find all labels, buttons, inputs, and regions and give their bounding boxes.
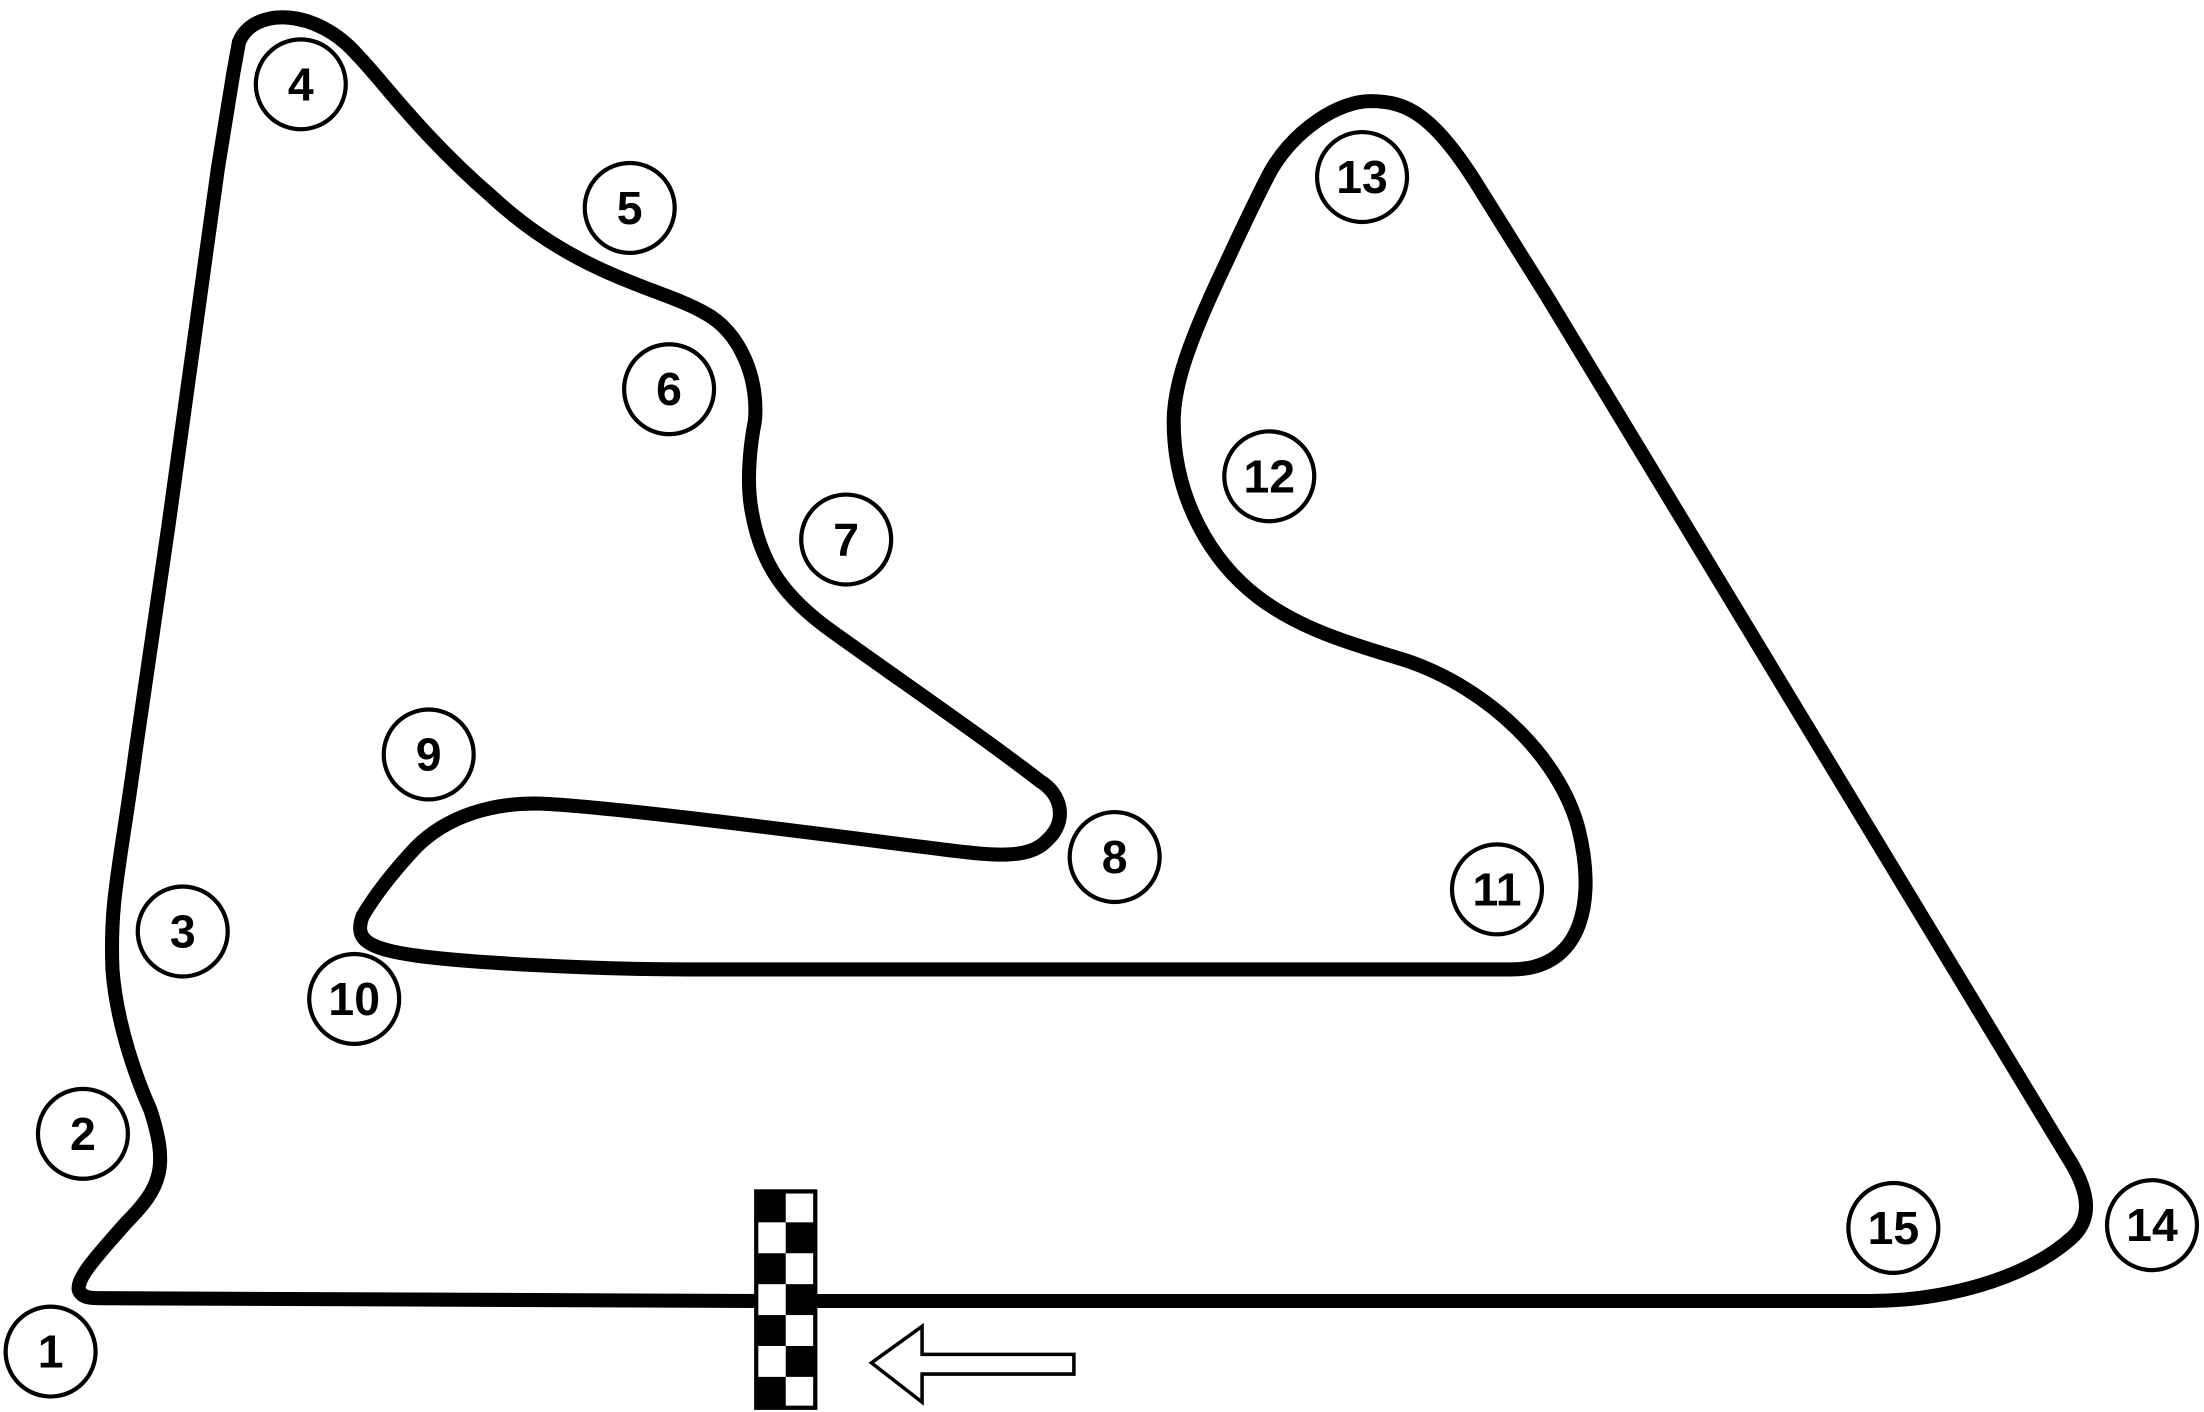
turn-label: 12 (1243, 450, 1295, 502)
turn-label: 3 (170, 906, 196, 958)
turn-label: 8 (1102, 831, 1128, 883)
turn-marker-8: 8 (1067, 809, 1162, 905)
turn-label: 5 (617, 182, 643, 234)
turn-label: 13 (1336, 151, 1388, 203)
turn-marker-6: 6 (621, 342, 717, 437)
turn-label: 2 (70, 1108, 96, 1160)
turn-marker-5: 5 (582, 160, 677, 256)
turn-marker-11: 11 (1449, 842, 1545, 937)
turn-marker-7: 7 (799, 492, 894, 587)
turn-marker-3: 3 (135, 884, 230, 979)
turn-label: 1 (38, 1326, 64, 1378)
turn-marker-12: 12 (1222, 429, 1317, 524)
direction-arrow-left-icon (868, 1322, 1076, 1406)
turn-marker-4: 4 (253, 37, 348, 132)
turn-label: 7 (833, 514, 859, 566)
turn-label: 11 (1472, 863, 1521, 915)
turn-label: 6 (656, 363, 682, 415)
turn-label: 4 (288, 58, 314, 110)
turn-marker-15: 15 (1846, 1180, 1941, 1276)
turn-marker-9: 9 (381, 707, 476, 802)
turn-marker-10: 10 (307, 951, 402, 1047)
turn-marker-2: 2 (35, 1086, 131, 1181)
turn-label: 15 (1868, 1202, 1920, 1254)
turn-marker-1: 1 (3, 1304, 98, 1399)
turn-marker-14: 14 (2104, 1178, 2200, 1273)
turn-marker-13: 13 (1314, 129, 1410, 225)
turn-label: 9 (416, 728, 442, 780)
start-finish-line (754, 1189, 818, 1410)
track-outline (71, 10, 2094, 1309)
turn-label: 14 (2126, 1199, 2178, 1251)
turn-label: 10 (328, 973, 380, 1025)
